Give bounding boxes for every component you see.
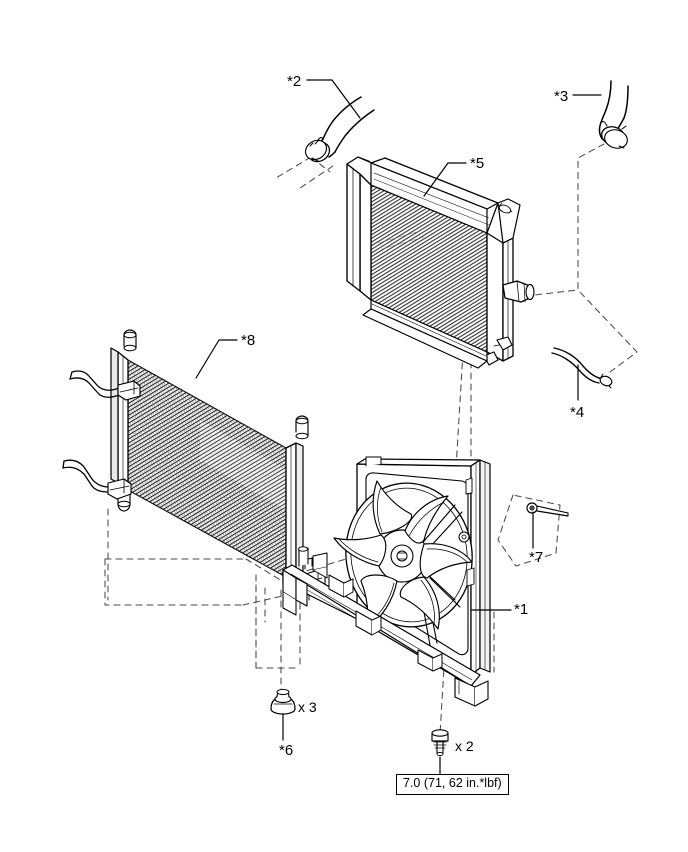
radiator-support-cushion [270, 688, 296, 715]
leader-lines [195, 79, 602, 775]
radiator-assembly [346, 156, 535, 369]
reservoir-hose [551, 347, 613, 389]
ref-label-3: *3 [554, 88, 569, 105]
ref-label-2: *2 [287, 73, 302, 90]
quantity-label-bolt: x 2 [455, 738, 474, 754]
air-conditioning-condenser [62, 329, 326, 601]
fan-shroud-clip [526, 502, 569, 517]
ref-label-8: *8 [241, 332, 256, 349]
quantity-label-cushion: x 3 [298, 699, 317, 715]
ref-label-7: *7 [529, 549, 544, 566]
ref-label-6: *6 [279, 742, 294, 759]
mounting-bolt [431, 729, 449, 757]
radiator-lower-hose [598, 80, 629, 149]
ref-label-1: *1 [514, 601, 529, 618]
ref-label-5: *5 [470, 155, 485, 172]
ref-label-4: *4 [570, 404, 585, 421]
torque-spec-box: 7.0 (71, 62 in.*lbf) [396, 774, 509, 795]
radiator-upper-hose [304, 96, 375, 163]
radiator-fan-shroud-assembly [282, 456, 491, 707]
